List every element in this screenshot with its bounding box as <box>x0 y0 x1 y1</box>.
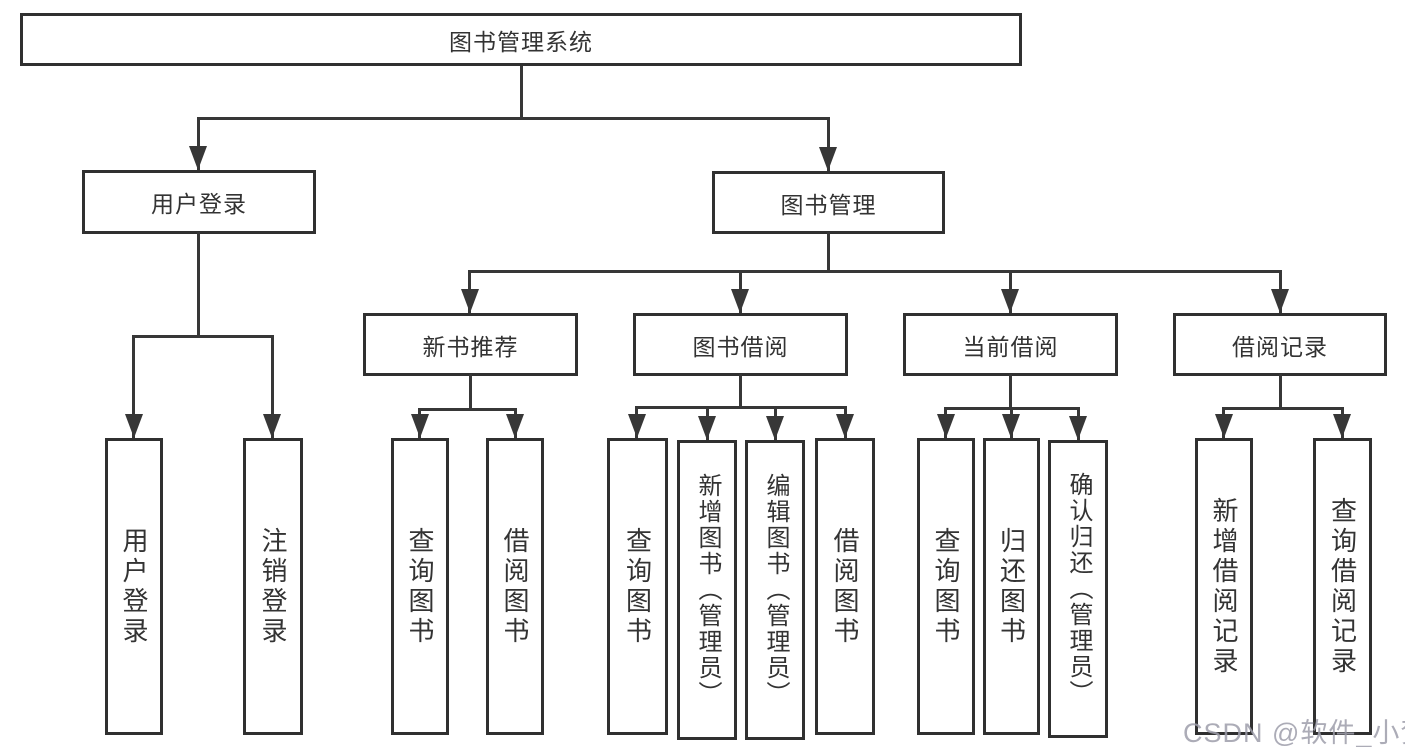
connector-drop-leaf-logout <box>271 335 274 438</box>
connector-newbook-rail <box>418 408 517 411</box>
arrowhead-book-mgmt <box>819 147 837 171</box>
node-leaf-borrow-books-1: 借阅图书 <box>486 438 544 735</box>
connector-bookmgmt-rail <box>468 270 1282 273</box>
arrowhead-borrow1 <box>506 414 524 438</box>
connector-borrowrecord-rail <box>1222 407 1344 410</box>
connector-bookborrow-rail <box>635 406 847 409</box>
arrowhead-addbook <box>698 416 716 440</box>
connector-newbook-stem <box>469 374 472 411</box>
arrowhead-leaf-login <box>125 414 143 438</box>
arrowhead-leaf-logout <box>263 414 281 438</box>
connector-root-rail <box>197 117 830 120</box>
connector-currentborrow-stem <box>1009 374 1012 410</box>
node-leaf-add-borrow-record: 新增借阅记录 <box>1195 438 1253 735</box>
arrowhead-currentborrow <box>1001 289 1019 313</box>
arrowhead-editbook <box>766 416 784 440</box>
arrowhead-query3 <box>937 414 955 438</box>
connector-bookborrow-stem <box>739 374 742 409</box>
node-user-login-module: 用户登录 <box>82 170 316 234</box>
arrowhead-query1 <box>411 414 429 438</box>
arrowhead-borrowrecord <box>1271 289 1289 313</box>
node-borrowing-records: 借阅记录 <box>1173 313 1387 376</box>
node-leaf-confirm-return-admin: 确认归还（管理员） <box>1048 440 1108 738</box>
node-root-system: 图书管理系统 <box>20 13 1022 66</box>
arrowhead-query2 <box>628 414 646 438</box>
connector-bookmgmt-stem <box>827 232 830 273</box>
node-leaf-user-login: 用户登录 <box>105 438 163 735</box>
node-new-book-recommend: 新书推荐 <box>363 313 578 376</box>
connector-userlogin-stem <box>197 232 200 338</box>
node-current-borrowing: 当前借阅 <box>903 313 1118 376</box>
arrowhead-user-login <box>189 146 207 170</box>
connector-borrowrecord-stem <box>1279 374 1282 410</box>
csdn-watermark: CSDN @软件_小贺同学 <box>1183 718 1405 747</box>
arrowhead-addrecord <box>1215 414 1233 438</box>
node-leaf-query-borrow-record: 查询借阅记录 <box>1313 438 1372 735</box>
connector-drop-leaf-login <box>132 335 135 438</box>
node-leaf-add-books-admin: 新增图书（管理员） <box>677 440 737 740</box>
arrowhead-return <box>1002 414 1020 438</box>
connector-drop-book-mgmt <box>827 117 830 171</box>
node-book-management-module: 图书管理 <box>712 171 945 234</box>
arrowhead-borrow2 <box>836 414 854 438</box>
node-leaf-query-books-1: 查询图书 <box>391 438 449 735</box>
node-leaf-edit-books-admin: 编辑图书（管理员） <box>745 440 805 740</box>
connector-drop-user-login <box>197 117 200 170</box>
node-leaf-logout: 注销登录 <box>243 438 303 735</box>
arrowhead-newbook <box>461 289 479 313</box>
node-leaf-query-books-2: 查询图书 <box>607 438 668 735</box>
node-leaf-query-books-3: 查询图书 <box>917 438 975 735</box>
node-book-borrowing: 图书借阅 <box>633 313 848 376</box>
node-leaf-return-books: 归还图书 <box>983 438 1040 735</box>
arrowhead-queryrecord <box>1333 414 1351 438</box>
connector-userlogin-rail <box>132 335 274 338</box>
node-leaf-borrow-books-2: 借阅图书 <box>815 438 875 735</box>
connector-root-stem <box>520 66 523 117</box>
arrowhead-confirmreturn <box>1069 416 1087 440</box>
arrowhead-bookborrow <box>731 289 749 313</box>
